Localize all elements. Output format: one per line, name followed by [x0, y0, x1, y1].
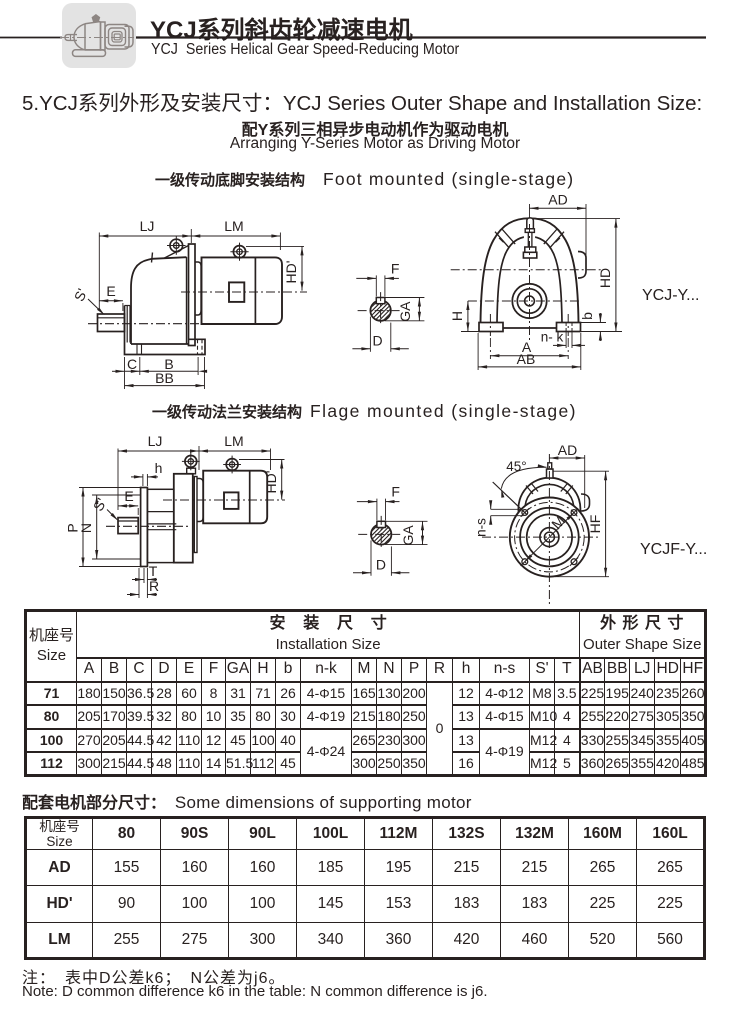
svg-text:H: H: [449, 311, 465, 321]
svg-text:M: M: [549, 513, 569, 533]
svg-text:R: R: [149, 578, 159, 594]
svg-text:S': S': [90, 495, 110, 513]
svg-text:E: E: [124, 488, 133, 504]
svg-text:D: D: [372, 332, 382, 348]
svg-text:YCJ-Y...: YCJ-Y...: [642, 287, 700, 304]
svg-text:P: P: [65, 523, 81, 532]
svg-text:F: F: [391, 484, 400, 500]
svg-text:T: T: [149, 563, 158, 579]
svg-text:HD': HD': [283, 261, 299, 284]
svg-text:AD: AD: [548, 192, 567, 208]
svg-text:GA: GA: [400, 525, 416, 546]
svg-text:LJ: LJ: [140, 218, 155, 234]
svg-text:b: b: [579, 312, 595, 320]
svg-text:h: h: [155, 460, 163, 476]
svg-text:A: A: [522, 339, 532, 355]
svg-text:BB: BB: [155, 370, 174, 386]
svg-text:n-s: n-s: [474, 518, 489, 537]
svg-text:N: N: [78, 523, 94, 533]
svg-text:E: E: [106, 283, 115, 299]
svg-text:GA: GA: [397, 301, 413, 322]
svg-text:F: F: [391, 260, 400, 276]
svg-text:HD': HD': [263, 471, 279, 494]
svg-text:B: B: [164, 356, 173, 372]
svg-text:45°: 45°: [506, 459, 526, 474]
svg-text:AD: AD: [558, 442, 577, 458]
svg-text:LM: LM: [224, 433, 243, 449]
svg-text:D: D: [376, 556, 386, 572]
svg-text:LJ: LJ: [148, 433, 163, 449]
svg-text:LM: LM: [224, 218, 243, 234]
svg-text:S': S': [71, 286, 91, 304]
svg-text:n- k: n- k: [541, 330, 564, 345]
svg-text:HD: HD: [597, 268, 613, 288]
svg-text:AB: AB: [517, 351, 536, 367]
svg-text:C: C: [127, 356, 137, 372]
svg-text:HF: HF: [587, 515, 603, 534]
svg-text:YCJF-Y...: YCJF-Y...: [640, 541, 707, 558]
